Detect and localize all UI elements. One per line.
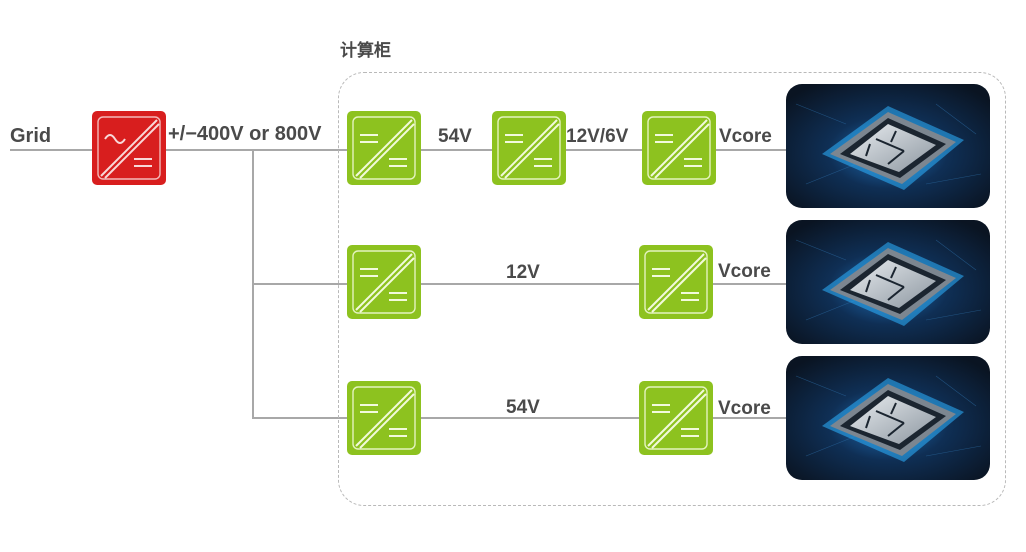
row3-wire-out <box>712 417 788 419</box>
row3-wire-1 <box>420 417 642 419</box>
compute-cabinet-boundary <box>338 72 1006 506</box>
row2-stage1-dc-dc-converter-icon <box>347 245 421 319</box>
row2-processor-chip-image <box>786 220 990 344</box>
ac-dc-converter-icon <box>92 111 166 185</box>
row1-voltage-1: 54V <box>438 126 472 147</box>
row1-wire-2 <box>566 149 644 151</box>
row3-stage1-dc-dc-converter-icon <box>347 381 421 455</box>
row2-voltage-1: 12V <box>506 262 540 283</box>
bus-voltage-label: +/−400V or 800V <box>168 123 322 145</box>
row3-processor-chip-image <box>786 356 990 480</box>
grid-label: Grid <box>10 125 52 147</box>
bus-wire-row2 <box>252 283 348 285</box>
row1-stage2-dc-dc-converter-icon <box>492 111 566 185</box>
grid-wire <box>10 149 94 151</box>
row1-wire-1 <box>420 149 494 151</box>
bus-wire-top <box>166 149 348 151</box>
bus-wire-row3 <box>252 417 348 419</box>
row3-output-label: Vcore <box>718 398 771 419</box>
row2-output-label: Vcore <box>718 261 771 282</box>
cabinet-title: 计算柜 <box>340 41 391 60</box>
row3-stage2-dc-dc-converter-icon <box>639 381 713 455</box>
row2-stage2-dc-dc-converter-icon <box>639 245 713 319</box>
row2-wire-1 <box>420 283 642 285</box>
row1-stage3-dc-dc-converter-icon <box>642 111 716 185</box>
row1-processor-chip-image <box>786 84 990 208</box>
row3-voltage-1: 54V <box>506 397 540 418</box>
row1-voltage-2: 12V/6V <box>566 126 629 147</box>
row1-output-label: Vcore <box>719 126 772 147</box>
row1-wire-out <box>716 149 788 151</box>
row2-wire-out <box>712 283 788 285</box>
row1-stage1-dc-dc-converter-icon <box>347 111 421 185</box>
